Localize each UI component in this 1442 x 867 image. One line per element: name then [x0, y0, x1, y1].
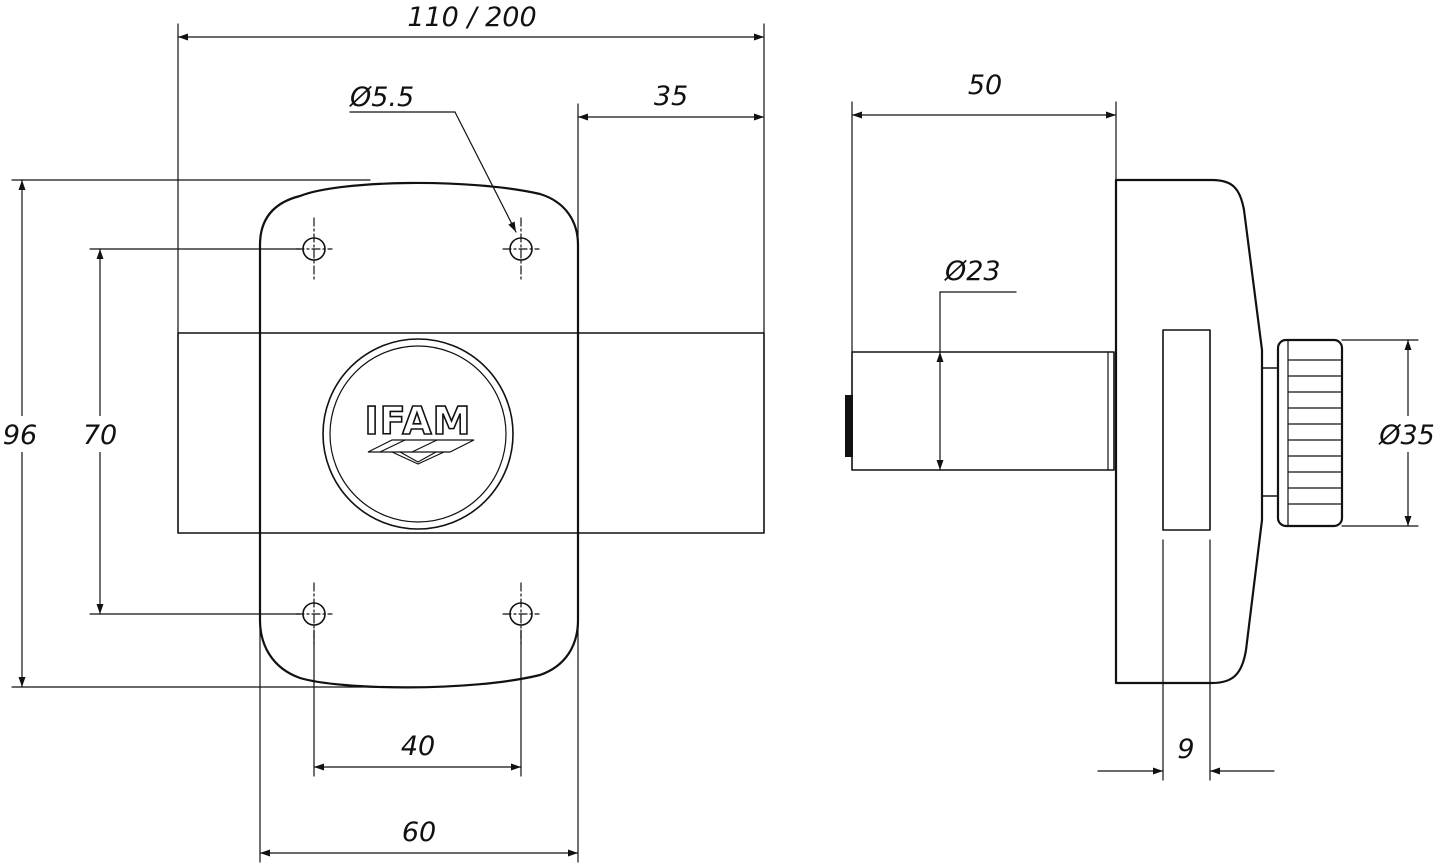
screw-hole-top-right	[502, 217, 540, 281]
bolt-slot	[1162, 329, 1211, 531]
dim-label-cylinder-diameter: Ø23	[944, 256, 1001, 287]
extension-lines-front	[11, 23, 765, 863]
dim-label-bolt-thickness: 9	[1177, 734, 1194, 765]
dimension-height: 96	[0, 179, 44, 688]
dimension-bolt-thickness: 9	[1097, 734, 1275, 775]
dimension-knob-diameter: Ø35	[1372, 339, 1442, 527]
cylinder-face-inner	[329, 345, 507, 523]
extension-lines-side	[851, 101, 1419, 781]
dimension-overall-width: 110 / 200	[177, 2, 765, 41]
dim-label-hole-spacing-horizontal: 40	[401, 731, 435, 762]
brand-logo-mark-icon	[367, 439, 475, 465]
cylinder-body	[851, 351, 1115, 471]
dimension-screw-hole: Ø5.5	[349, 82, 517, 233]
dimension-cylinder-length: 50	[851, 70, 1117, 119]
dim-label-overall-width: 110 / 200	[407, 2, 536, 33]
screw-hole-top-left	[295, 217, 333, 281]
front-view: IFAM 110 / 200 35	[0, 2, 765, 863]
dim-label-hole-spacing-vertical: 70	[83, 420, 117, 451]
brand-logo-text: IFAM	[365, 399, 472, 443]
dimension-bolt-extension: 35	[577, 81, 765, 121]
dimension-hole-spacing-horizontal: 40	[313, 731, 522, 771]
knurled-knob	[1261, 338, 1344, 528]
lock-housing-side	[1114, 178, 1264, 685]
dim-label-cylinder-length: 50	[968, 70, 1002, 101]
dim-label-screw-hole: Ø5.5	[349, 82, 414, 113]
dim-label-bolt-extension: 35	[654, 81, 688, 112]
bolt-bar	[177, 332, 765, 534]
dim-label-knob-diameter: Ø35	[1378, 420, 1435, 451]
dimension-cylinder-diameter: Ø23	[936, 256, 1001, 471]
cylinder-key-face	[845, 395, 853, 457]
dim-label-body-width: 60	[402, 817, 436, 848]
cylinder-face-outer	[322, 338, 514, 530]
dimension-body-width: 60	[259, 817, 579, 857]
side-view: 50 Ø23 Ø35 9	[845, 70, 1442, 781]
dimension-hole-spacing-vertical: 70	[76, 248, 126, 615]
dim-label-height: 96	[3, 420, 37, 451]
